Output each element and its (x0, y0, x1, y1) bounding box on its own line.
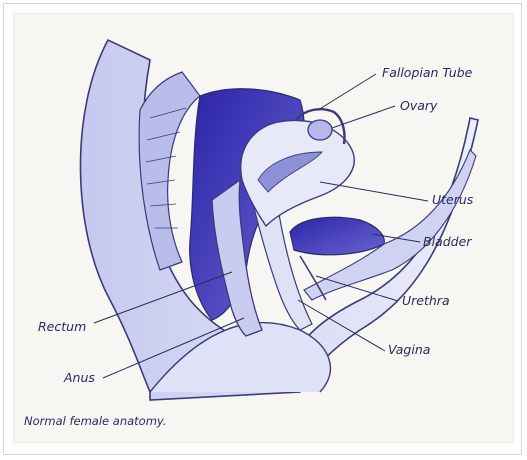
uterus-shape (241, 120, 355, 226)
label-ovary: Ovary (400, 99, 437, 113)
label-rectum: Rectum (38, 320, 86, 334)
label-fallopian-tube: Fallopian Tube (382, 66, 472, 80)
bladder-shape (290, 217, 384, 255)
leader-uterus (320, 182, 428, 201)
label-urethra: Urethra (402, 294, 450, 308)
leader-fallopian-tube (318, 74, 376, 110)
figure-caption: Normal female anatomy. (24, 414, 166, 428)
ovary-shape (308, 120, 332, 140)
label-uterus: Uterus (432, 193, 473, 207)
label-bladder: Bladder (423, 235, 471, 249)
label-vagina: Vagina (388, 343, 430, 357)
label-anus: Anus (64, 371, 95, 385)
leader-ovary (332, 106, 395, 128)
